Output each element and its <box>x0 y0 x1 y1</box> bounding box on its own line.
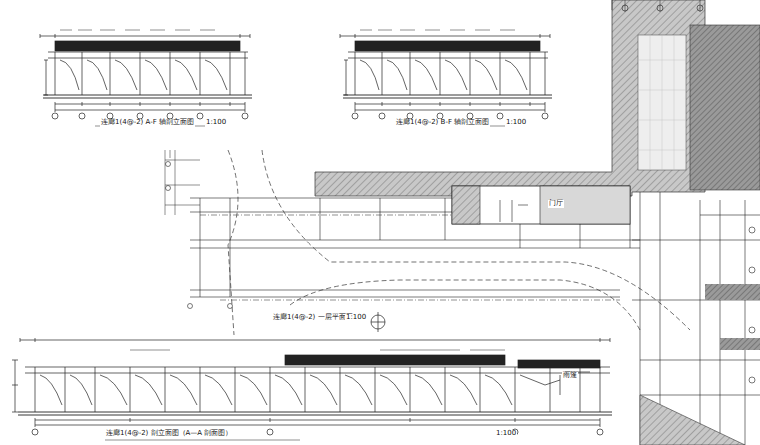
drawing-title: 连廊1(4@-2) A-F 轴剖立面图 <box>100 119 195 127</box>
room-label: 门厅 <box>548 200 564 208</box>
scale-label: 1:100 <box>345 314 367 322</box>
drawing-title: 连廊1(4@-2) 一层平面图 <box>272 314 354 322</box>
scale-label: 1:100 <box>205 119 227 127</box>
scale-label: 1:100 <box>495 430 517 438</box>
callout-label: 雨篷 <box>562 372 578 380</box>
drawing-title: 连廊1(4@-2) 剖立面图（A—A 剖面图） <box>105 430 233 438</box>
drawing-title: 连廊1(4@-2) B-F 轴剖立面图 <box>395 119 490 127</box>
scale-label: 1:100 <box>505 119 527 127</box>
